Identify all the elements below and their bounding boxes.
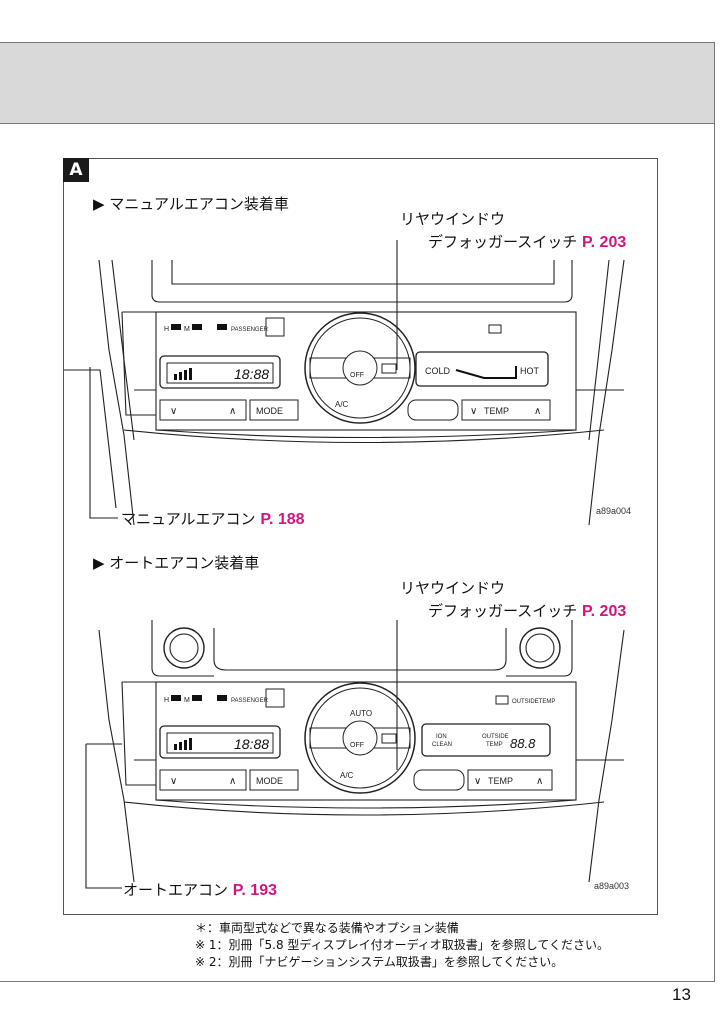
svg-text:∧: ∧: [534, 406, 541, 417]
manual-ac: A/C: [335, 400, 349, 409]
auto-defogger-label-2: デフォッガースイッチ P. 203: [428, 602, 627, 620]
passenger-label: PASSENGER: [231, 327, 269, 333]
footnote-2: ※ 1：別冊「5.8 型ディスプレイ付オーディオ取扱書」を参照してください。: [195, 938, 610, 952]
auto-off: OFF: [350, 742, 364, 749]
svg-text:PASSENGER: PASSENGER: [231, 698, 269, 704]
svg-text:ION: ION: [436, 734, 447, 740]
manual-defogger-ref[interactable]: P. 203: [582, 234, 627, 251]
svg-text:∧: ∧: [229, 776, 236, 787]
svg-text:H: H: [164, 697, 169, 704]
auto-aircon-label: オートエアコン P. 193: [123, 881, 277, 899]
indicator-h: H: [164, 326, 169, 333]
section-box: [63, 158, 658, 915]
svg-text:TEMP: TEMP: [486, 742, 503, 748]
svg-text:∨: ∨: [474, 776, 481, 787]
svg-text:M: M: [184, 326, 190, 333]
page-number: 13: [672, 985, 691, 1004]
section-badge: A: [63, 158, 89, 182]
manual-hot: HOT: [520, 366, 540, 376]
auto-image-code: a89a003: [594, 881, 630, 891]
svg-text:M: M: [184, 697, 190, 704]
auto-ac: A/C: [340, 771, 354, 780]
manual-aircon-ref[interactable]: P. 188: [260, 511, 305, 528]
manual-defogger-label-1: リヤウインドウ: [400, 210, 506, 228]
manual-temp: TEMP: [484, 406, 509, 416]
header-band: [0, 43, 714, 124]
manual-off: OFF: [350, 372, 364, 379]
manual-image-code: a89a004: [596, 506, 632, 516]
auto-heading: ▶ オートエアコン装着車: [93, 554, 260, 572]
manual-aircon-label: マニュアルエアコン P. 188: [121, 510, 305, 528]
svg-text:∨: ∨: [170, 406, 177, 417]
svg-text:∨: ∨: [170, 776, 177, 787]
auto-outside-temp-label: OUTSIDETEMP: [512, 699, 555, 705]
page-frame: [0, 42, 715, 982]
footnote-1: ＊：車両型式などで異なる装備やオプション装備: [195, 921, 459, 935]
auto-clock: 18:88: [234, 736, 269, 752]
svg-text:TEMP: TEMP: [488, 776, 513, 786]
manual-heading: ▶ マニュアルエアコン装着車: [93, 195, 289, 213]
svg-text:MODE: MODE: [256, 776, 283, 786]
svg-text:CLEAN: CLEAN: [432, 742, 452, 748]
manual-cold: COLD: [425, 366, 451, 376]
auto-aircon-ref[interactable]: P. 193: [232, 882, 277, 899]
auto-defogger-ref[interactable]: P. 203: [582, 603, 627, 620]
svg-text:∨: ∨: [470, 406, 477, 417]
auto-auto: AUTO: [350, 709, 372, 718]
svg-text:OUTSIDE: OUTSIDE: [482, 734, 509, 740]
manual-mode: MODE: [256, 406, 283, 416]
svg-text:∧: ∧: [229, 406, 236, 417]
auto-defogger-label-1: リヤウインドウ: [400, 579, 506, 597]
manual-defogger-label-2: デフォッガースイッチ P. 203: [428, 233, 627, 251]
manual-clock: 18:88: [234, 366, 269, 382]
manual-aircon-panel-illustration: H M PASSENGER 18:88 OFF A/C COLD HOT ∨ ∧…: [64, 240, 625, 526]
svg-text:∧: ∧: [536, 776, 543, 787]
auto-aircon-panel-illustration: H M PASSENGER OUTSIDETEMP 18:88 AUTO OFF…: [85, 620, 625, 889]
auto-temp-readout: 88.8: [510, 736, 536, 751]
footnotes: ＊：車両型式などで異なる装備やオプション装備 ※ 1：別冊「5.8 型ディスプレ…: [195, 920, 609, 971]
footnote-3: ※ 2：別冊「ナビゲーションシステム取扱書」を参照してください。: [195, 955, 564, 969]
